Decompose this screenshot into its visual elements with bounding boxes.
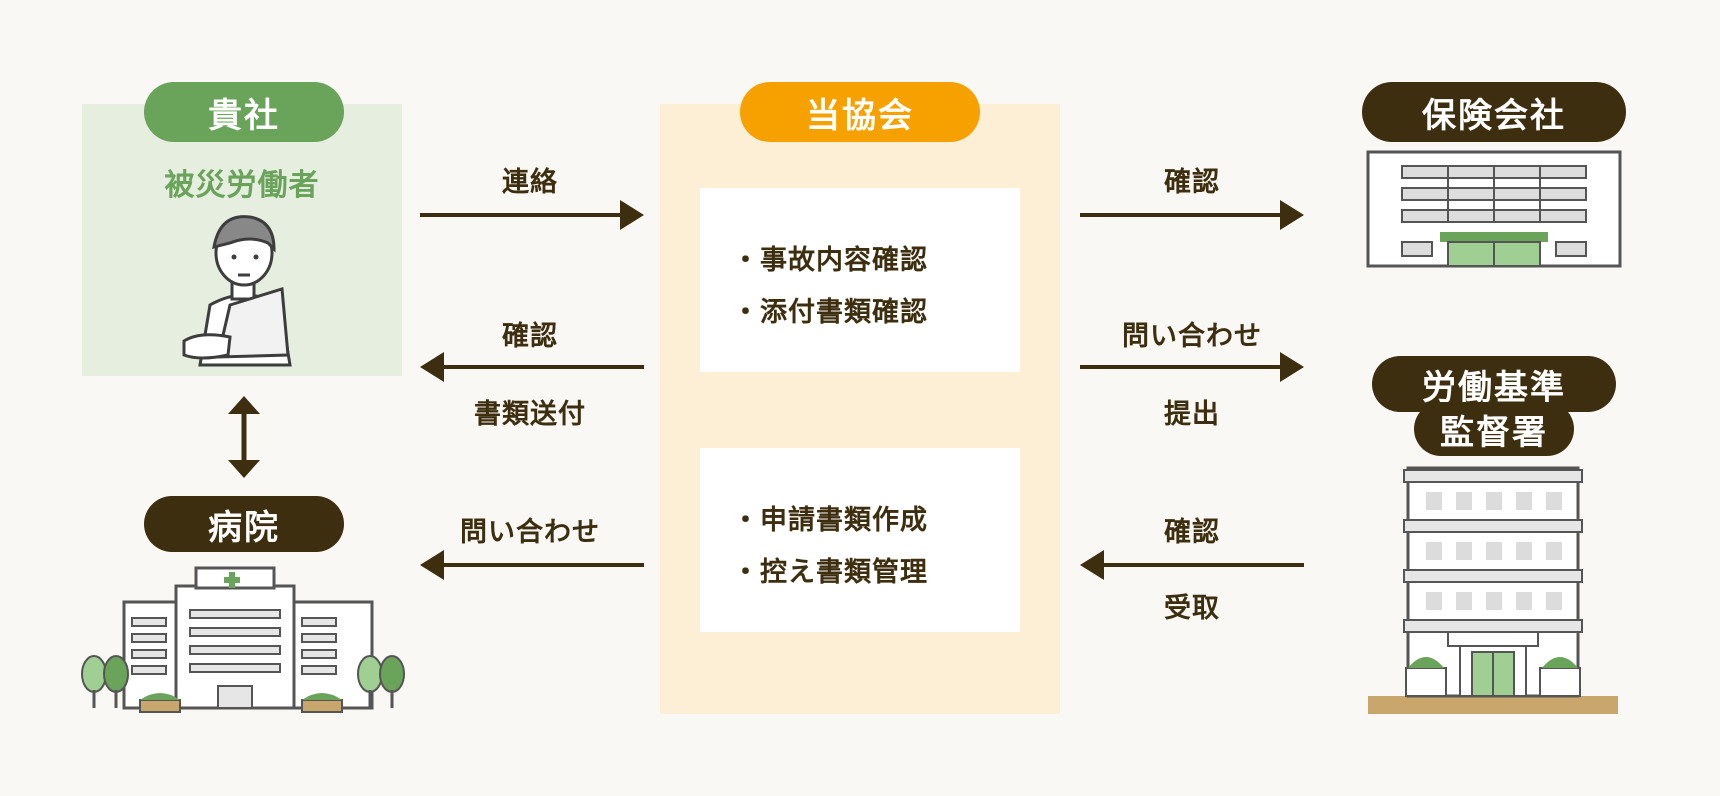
company-title: 貴社	[144, 82, 344, 142]
insurance-title: 保険会社	[1362, 82, 1626, 142]
insurance-building-icon	[1366, 150, 1622, 268]
arrow-bureau-to-association	[1080, 550, 1304, 580]
company-subtitle: 被災労働者	[164, 168, 320, 203]
arrow-label-confirm-bureau: 確認	[1164, 517, 1220, 548]
arrow-label-confirm-insurance: 確認	[1164, 167, 1220, 198]
company-hospital-arrow	[228, 396, 260, 478]
arrow-label-contact: 連絡	[502, 167, 558, 198]
hospital-building-icon	[81, 566, 405, 713]
arrow-label-confirm-left: 確認	[502, 321, 558, 352]
arrow-association-to-hospital	[420, 550, 644, 580]
arrow-label-submit: 提出	[1164, 399, 1220, 430]
bureau-title-line2: 監督署	[1414, 402, 1574, 456]
association-task-box-top	[700, 188, 1020, 372]
association-title: 当協会	[740, 82, 980, 142]
arrow-association-to-bureau	[1080, 352, 1304, 382]
arrow-association-to-company	[420, 352, 644, 382]
task-attachment-check: ・添付書類確認	[732, 297, 928, 328]
arrow-association-to-insurance	[1080, 200, 1304, 230]
bureau-building-icon	[1368, 466, 1618, 714]
hospital-title: 病院	[144, 496, 344, 552]
task-accident-check: ・事故内容確認	[732, 245, 928, 276]
arrow-label-inquiry-hospital: 問い合わせ	[460, 517, 600, 548]
arrow-label-inquiry-bureau: 問い合わせ	[1122, 321, 1262, 352]
task-application-create: ・申請書類作成	[732, 505, 928, 536]
arrow-label-send-docs: 書類送付	[474, 399, 586, 430]
arrow-company-to-association	[420, 200, 644, 230]
injured-worker-icon	[182, 215, 292, 367]
task-copy-management: ・控え書類管理	[732, 557, 928, 588]
association-task-box-bottom	[700, 448, 1020, 632]
arrow-label-receive: 受取	[1164, 593, 1220, 624]
